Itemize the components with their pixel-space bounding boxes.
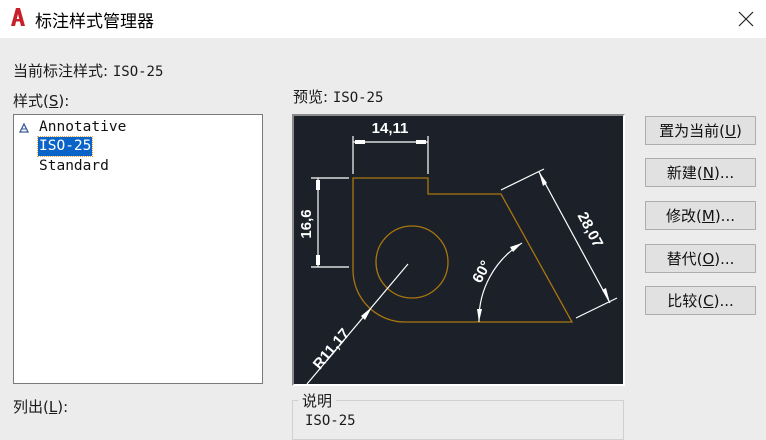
horizontal-dimension-text: 14,11 [372, 120, 409, 137]
dimension-preview-drawing: 14,11 16,6 28,07 60° R11,17 [298, 120, 618, 385]
new-button[interactable]: 新建(N)... [645, 158, 756, 187]
styles-label: 样式(S): [13, 92, 70, 110]
description-text: ISO-25 [305, 413, 356, 429]
styles-listbox[interactable]: Annotative ISO-25 Standard [13, 114, 263, 384]
close-icon [738, 11, 754, 27]
override-button[interactable]: 替代(O)... [645, 244, 756, 273]
preview-label: 预览: ISO-25 [293, 88, 384, 106]
description-label: 说明 [298, 390, 337, 411]
title-bar: 标注样式管理器 [0, 0, 766, 38]
style-item-iso-25[interactable]: ISO-25 [36, 136, 94, 157]
radius-dimension-text: R11,17 [310, 325, 354, 372]
current-style-value: ISO-25 [112, 64, 164, 80]
annotative-icon [19, 123, 29, 133]
preview-canvas: 14,11 16,6 28,07 60° R11,17 [292, 114, 625, 386]
window-title: 标注样式管理器 [35, 12, 154, 32]
angular-dimension-text: 60° [469, 258, 495, 286]
style-item-standard[interactable]: Standard [39, 158, 109, 174]
preview-style-name: ISO-25 [332, 90, 384, 106]
autocad-a-icon [11, 8, 25, 26]
style-item-annotative[interactable]: Annotative [39, 119, 127, 135]
close-button[interactable] [726, 0, 766, 38]
compare-button[interactable]: 比较(C)... [645, 286, 756, 315]
vertical-dimension-text: 16,6 [298, 209, 315, 238]
current-style-label: 当前标注样式: ISO-25 [13, 62, 164, 80]
set-current-button[interactable]: 置为当前(U) [645, 116, 756, 145]
list-filter-label: 列出(L): [13, 398, 69, 416]
modify-button[interactable]: 修改(M)... [645, 201, 756, 230]
